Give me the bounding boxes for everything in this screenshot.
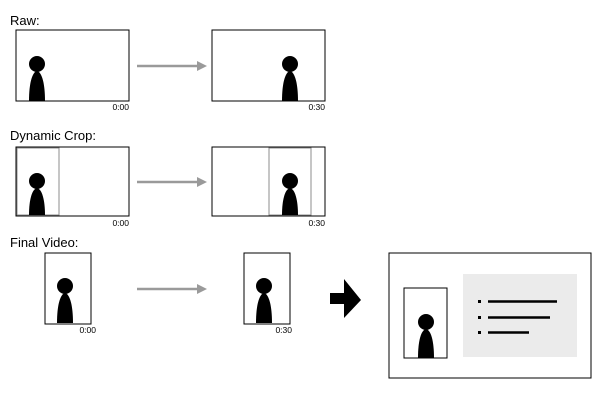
final-frame-end: 0:30 <box>243 252 292 335</box>
person-silhouette-icon <box>57 278 73 323</box>
person-silhouette-icon <box>282 173 298 215</box>
person-silhouette-icon <box>282 56 298 101</box>
section-label-final-video: Final Video: <box>10 235 78 250</box>
bullet-list-icon <box>478 300 557 334</box>
person-silhouette-icon <box>418 314 434 358</box>
person-silhouette-icon <box>256 278 272 323</box>
crop-frame-end: 0:30 <box>211 146 326 228</box>
timestamp-crop-end: 0:30 <box>308 218 325 228</box>
timestamp-final-end: 0:30 <box>275 325 292 335</box>
final-frame-start: 0:00 <box>44 252 96 335</box>
raw-frame-start: 0:00 <box>15 29 130 112</box>
person-silhouette-icon <box>29 56 45 101</box>
crop-frame-start: 0:00 <box>15 146 130 228</box>
timestamp-raw-end: 0:30 <box>308 102 325 112</box>
right-arrow-icon <box>137 177 207 187</box>
embedded-video-thumbnail <box>403 287 448 359</box>
raw-frame-end: 0:30 <box>211 29 326 112</box>
right-arrow-icon <box>137 284 207 294</box>
timestamp-crop-start: 0:00 <box>112 218 129 228</box>
person-silhouette-icon <box>29 173 45 215</box>
timestamp-raw-start: 0:00 <box>112 102 129 112</box>
content-panel <box>463 274 577 357</box>
right-arrow-icon <box>137 61 207 71</box>
bold-right-arrow-icon <box>330 279 361 318</box>
timestamp-final-start: 0:00 <box>79 325 96 335</box>
section-label-dynamic-crop: Dynamic Crop: <box>10 128 96 143</box>
section-label-raw: Raw: <box>10 13 40 28</box>
result-layout-frame <box>388 252 592 379</box>
